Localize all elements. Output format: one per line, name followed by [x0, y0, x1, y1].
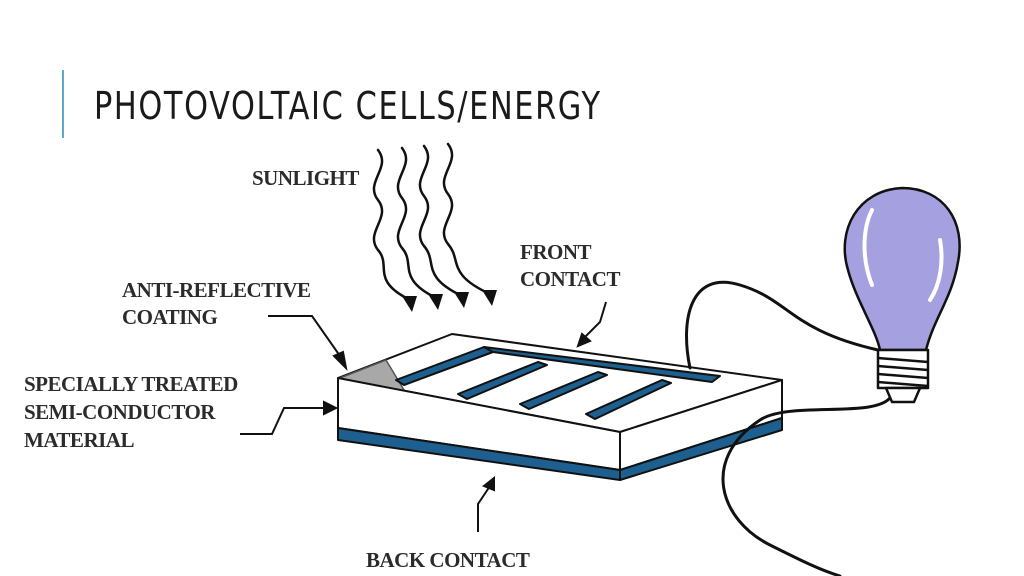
label-semiconductor-line2: SEMI-CONDUCTOR — [24, 400, 216, 424]
light-bulb-icon — [843, 186, 961, 404]
label-sunlight: SUNLIGHT — [252, 166, 359, 190]
slide-title: PHOTOVOLTAIC CELLS/ENERGY — [94, 84, 602, 128]
arrow-front-contact — [581, 301, 607, 341]
bulb-tip — [884, 386, 922, 404]
label-semiconductor-line3: MATERIAL — [24, 428, 134, 452]
bulb-glass — [843, 186, 961, 352]
arrow-back-contact — [477, 485, 491, 532]
label-back-contact: BACK CONTACT — [366, 548, 530, 572]
photovoltaic-cell-diagram: SUNLIGHT FRONT CONTACT ANTI-REFLECTIVE C… — [24, 142, 961, 576]
front-contact-grid — [395, 346, 721, 420]
label-front-contact-line2: CONTACT — [520, 267, 620, 291]
solar-cell-icon — [337, 333, 783, 481]
label-front-contact-line1: FRONT — [520, 240, 591, 264]
label-anti-reflective-line1: ANTI-REFLECTIVE — [122, 278, 311, 302]
circuit-wire — [685, 280, 894, 576]
arrow-semiconductor — [240, 407, 324, 435]
title-accent-bar — [62, 70, 64, 138]
arrow-anti-reflective — [268, 315, 341, 357]
label-anti-reflective-line2: COATING — [122, 305, 217, 329]
label-semiconductor-line1: SPECIALLY TREATED — [24, 372, 238, 396]
sunlight-rays-icon — [372, 142, 497, 312]
